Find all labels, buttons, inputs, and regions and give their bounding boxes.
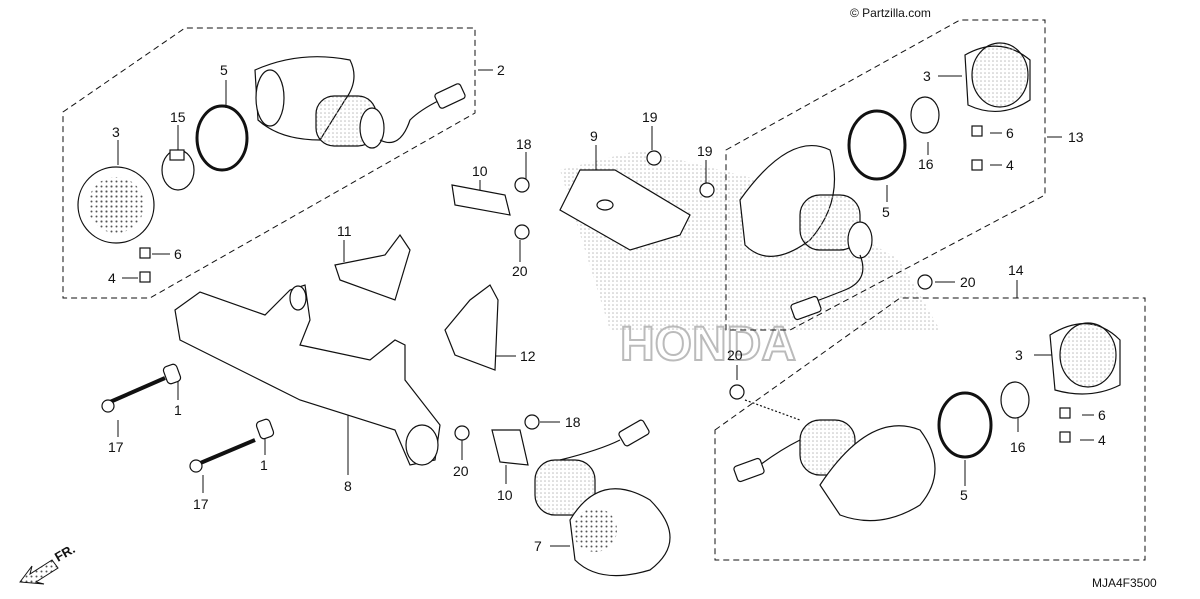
callout-16: 16 xyxy=(918,156,934,172)
bulb-16-rf xyxy=(910,96,940,134)
callout-16: 16 xyxy=(1010,439,1026,455)
callout-10: 10 xyxy=(472,163,488,179)
group-box-right-rear xyxy=(714,297,1146,561)
callout-20: 20 xyxy=(960,274,976,290)
mounting-bar-8 xyxy=(174,284,441,466)
bracket-9 xyxy=(559,169,691,251)
lens-gasket-5 xyxy=(195,104,249,172)
right-rear-signal-assembly xyxy=(729,322,1121,522)
signal-wire xyxy=(379,99,441,144)
bolt-18-lower xyxy=(524,414,540,430)
bulb-16-rr xyxy=(1000,381,1030,419)
callout-5: 5 xyxy=(960,487,968,503)
nut-6 xyxy=(139,247,151,259)
callout-11: 11 xyxy=(337,223,352,239)
callout-20: 20 xyxy=(453,463,469,479)
callout-13: 13 xyxy=(1068,129,1084,145)
callout-6: 6 xyxy=(1006,125,1014,141)
callout-14: 14 xyxy=(1008,262,1024,278)
spacer-1-lower xyxy=(255,418,275,440)
callout-3: 3 xyxy=(1015,347,1023,363)
diagram-code: MJA4F3500 xyxy=(1092,576,1157,590)
nut-6-rr xyxy=(1059,407,1071,419)
callout-5: 5 xyxy=(882,204,890,220)
callout-3: 3 xyxy=(112,124,120,140)
bracket-12 xyxy=(444,284,499,371)
callout-4: 4 xyxy=(1006,157,1014,173)
callout-1: 1 xyxy=(174,402,182,418)
callout-17: 17 xyxy=(108,439,124,455)
callout-5: 5 xyxy=(220,62,228,78)
callout-4: 4 xyxy=(108,270,116,286)
callout-10: 10 xyxy=(497,487,513,503)
screw-4 xyxy=(139,271,151,283)
callout-20: 20 xyxy=(512,263,528,279)
callout-1: 1 xyxy=(260,457,268,473)
wire-connector xyxy=(434,83,466,109)
bolt-18-upper xyxy=(514,177,530,193)
front-direction-arrow-icon: FR. xyxy=(19,541,78,585)
callout-7: 7 xyxy=(534,538,542,554)
rear-signal-assembly-7 xyxy=(534,419,671,577)
direction-label: FR. xyxy=(52,541,78,564)
bolt-19-b xyxy=(699,182,715,198)
callout-6: 6 xyxy=(174,246,182,262)
watermark-text: HONDA xyxy=(620,318,796,371)
callout-4: 4 xyxy=(1098,432,1106,448)
callout-20: 20 xyxy=(727,347,743,363)
screw-4-rf xyxy=(971,159,983,171)
callout-19: 19 xyxy=(697,143,713,159)
bracket-10-upper xyxy=(451,184,511,216)
bolt-17-upper xyxy=(101,399,115,413)
callout-19: 19 xyxy=(642,109,658,125)
bolts-spacers xyxy=(101,363,275,473)
bolt-17-lower xyxy=(189,459,203,473)
callout-labels: 2 5 15 3 6 4 10 18 9 19 19 11 20 12 1 17… xyxy=(108,62,1106,554)
callout-15: 15 xyxy=(170,109,186,125)
bolt-20-a xyxy=(514,224,530,240)
spacer-1-upper xyxy=(162,363,182,385)
callout-17: 17 xyxy=(193,496,209,512)
callout-18: 18 xyxy=(565,414,581,430)
screw-4-rr xyxy=(1059,431,1071,443)
callout-3: 3 xyxy=(923,68,931,84)
nut-6-rf xyxy=(971,125,983,137)
callout-2: 2 xyxy=(497,62,505,78)
bolt-20-rf xyxy=(917,274,933,290)
bracket-11 xyxy=(334,233,411,301)
callout-18: 18 xyxy=(516,136,532,152)
bolt-19-a xyxy=(646,150,662,166)
lens-gasket-5-rr xyxy=(937,391,993,459)
bracket-parts xyxy=(334,150,715,466)
group-box-left-front xyxy=(62,27,476,299)
lens-gasket-5-rf xyxy=(847,109,907,181)
bolt-20-b xyxy=(454,425,470,441)
right-front-signal-assembly xyxy=(739,42,1031,321)
group-box-right-front xyxy=(725,19,1046,331)
callout-6: 6 xyxy=(1098,407,1106,423)
left-front-signal-assembly xyxy=(77,56,466,283)
housing-rim xyxy=(255,69,285,127)
callout-9: 9 xyxy=(590,128,598,144)
bolt-20-rr xyxy=(729,384,745,400)
bracket-10-lower xyxy=(491,429,529,466)
callout-8: 8 xyxy=(344,478,352,494)
credit-text: © Partzilla.com xyxy=(850,6,931,20)
callout-12: 12 xyxy=(520,348,536,364)
